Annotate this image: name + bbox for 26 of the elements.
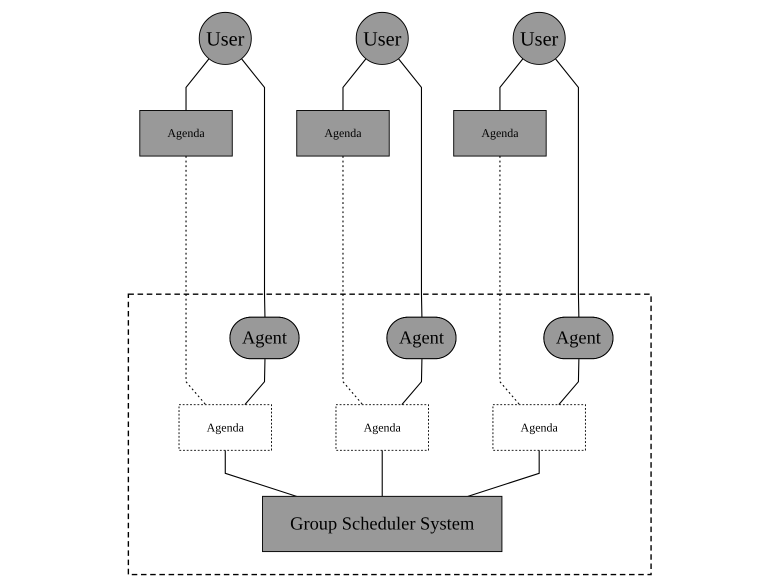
connector <box>382 450 384 496</box>
node-circle: User <box>356 12 409 65</box>
connector <box>342 58 367 110</box>
node-circle: User <box>199 12 252 65</box>
node-circle: User <box>512 12 566 65</box>
connector <box>500 58 524 110</box>
node-box: Agenda <box>140 110 234 157</box>
node-box: Agenda <box>492 404 586 451</box>
connector <box>558 359 580 406</box>
connector <box>468 450 540 497</box>
node-box: Agenda <box>454 110 547 157</box>
connector <box>241 58 266 318</box>
connector <box>244 359 266 406</box>
cluster <box>128 294 652 576</box>
connector <box>186 156 206 406</box>
node-box: Agenda <box>296 110 390 157</box>
connector <box>398 58 423 318</box>
connector <box>225 450 298 497</box>
connector <box>500 156 520 406</box>
connector <box>342 156 364 406</box>
connector <box>555 58 580 318</box>
node-box: Group Scheduler System <box>262 496 503 552</box>
connector <box>186 58 210 110</box>
node-box: Agenda <box>336 404 430 451</box>
node-box: Agenda <box>178 404 272 451</box>
connector <box>402 359 423 406</box>
